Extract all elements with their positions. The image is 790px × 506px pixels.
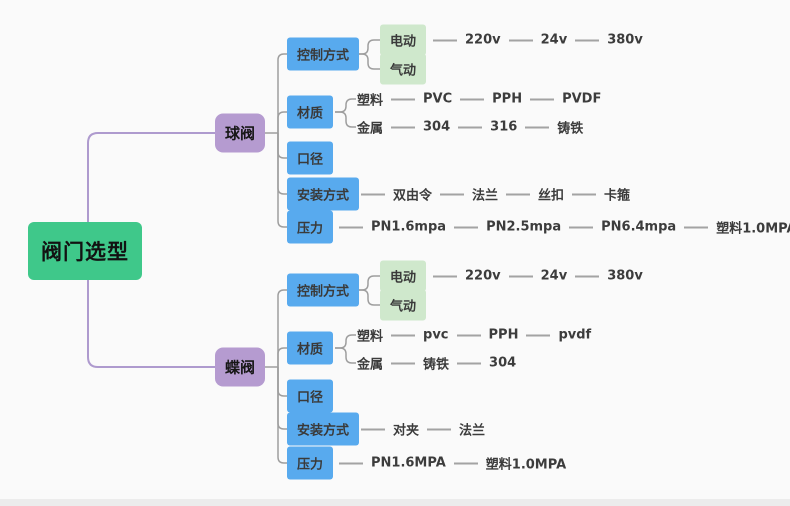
leaf-item[interactable]: pvdf (558, 327, 592, 343)
leaf-item[interactable]: 法兰 (472, 188, 499, 204)
leaf-item[interactable]: PN1.6MPA (371, 455, 446, 471)
node-bf-install-mode[interactable]: 安装方式 (287, 412, 360, 446)
node-ball-pneumatic[interactable]: 气动 (380, 53, 427, 85)
leaf-item[interactable]: 塑料1.0MPA (716, 221, 790, 237)
leaf-item[interactable]: 金属 (357, 357, 384, 373)
leaf-item[interactable]: 铸铁 (423, 357, 450, 373)
leaf-item[interactable]: 304 (489, 355, 517, 371)
connector-dash (391, 98, 416, 100)
leaf-item[interactable]: 丝扣 (538, 188, 565, 204)
row-bf-install: 对夹 法兰 (353, 420, 485, 439)
leaf-item[interactable]: PN1.6mpa (371, 219, 447, 235)
connector-dash (453, 462, 478, 464)
leaf-item[interactable]: 金属 (357, 121, 384, 137)
node-bf-material[interactable]: 材质 (287, 331, 334, 365)
row-ball-voltages: 220v 24v 380v (425, 33, 643, 48)
connector-dash (458, 126, 483, 128)
connector-dash (433, 275, 457, 277)
connector-dash (391, 362, 416, 364)
connector-dash (575, 39, 600, 41)
connector-dash (433, 39, 457, 41)
row-ball-pressure: PN1.6mpa PN2.5mpa PN6.4mpa 塑料1.0MPA (331, 218, 790, 237)
leaf-item[interactable]: 380v (607, 268, 643, 284)
branch-node-butterfly-valve[interactable]: 蝶阀 (215, 347, 266, 387)
node-bf-pneumatic[interactable]: 气动 (380, 289, 427, 321)
row-bf-voltages: 220v 24v 380v (425, 269, 643, 284)
connector-dash (454, 226, 479, 228)
row-ball-install: 双由令 法兰 丝扣 卡箍 (353, 185, 630, 204)
leaf-item[interactable]: PPH (488, 327, 519, 343)
connector-dash (456, 334, 481, 336)
connector-dash (457, 362, 482, 364)
connector-dash (339, 226, 363, 228)
connector-dash (525, 126, 550, 128)
leaf-item[interactable]: 220v (465, 268, 501, 284)
leaf-item[interactable]: PN2.5mpa (486, 219, 562, 235)
leaf-item[interactable]: pvc (423, 327, 449, 343)
connector-dash (526, 334, 551, 336)
connector-dash (391, 126, 416, 128)
connector-dash (427, 428, 452, 430)
leaf-item[interactable]: 对夹 (393, 423, 420, 439)
leaf-item[interactable]: 塑料 (357, 93, 384, 109)
leaf-item[interactable]: PN6.4mpa (601, 219, 677, 235)
node-ball-install-mode[interactable]: 安装方式 (287, 177, 360, 211)
leaf-item[interactable]: 卡箍 (604, 188, 631, 204)
node-ball-electric[interactable]: 电动 (380, 24, 427, 56)
row-bf-metal: 金属 铸铁 304 (357, 354, 516, 373)
leaf-item[interactable]: 法兰 (459, 423, 486, 439)
leaf-item[interactable]: 220v (465, 32, 501, 48)
connector-dash (339, 462, 363, 464)
connector-dash (440, 193, 465, 195)
root-node[interactable]: 阀门选型 (28, 222, 142, 280)
node-bf-pressure[interactable]: 压力 (287, 446, 334, 480)
branch-node-ball-valve[interactable]: 球阀 (215, 113, 266, 153)
row-bf-pressure: PN1.6MPA 塑料1.0MPA (331, 454, 566, 473)
connector-dash (684, 226, 709, 228)
node-ball-control-mode[interactable]: 控制方式 (287, 37, 360, 71)
leaf-item[interactable]: 24v (540, 268, 568, 284)
node-bf-diameter[interactable]: 口径 (287, 379, 334, 413)
connector-dash (569, 226, 594, 228)
connector-dash (508, 39, 533, 41)
leaf-item[interactable]: PVDF (562, 91, 602, 107)
node-bf-electric[interactable]: 电动 (380, 260, 427, 292)
leaf-item[interactable]: PPH (492, 91, 523, 107)
row-ball-metal: 金属 304 316 铸铁 (357, 118, 583, 137)
node-ball-pressure[interactable]: 压力 (287, 210, 334, 244)
node-bf-control-mode[interactable]: 控制方式 (287, 273, 360, 307)
leaf-item[interactable]: 316 (490, 119, 518, 135)
leaf-item[interactable]: 24v (540, 32, 568, 48)
connector-dash (361, 428, 385, 430)
connector-dash (530, 98, 555, 100)
leaf-item[interactable]: 塑料 (357, 329, 384, 345)
leaf-item[interactable]: PVC (423, 91, 453, 107)
connector-dash (575, 275, 600, 277)
leaf-item[interactable]: 塑料1.0MPA (485, 457, 567, 473)
connector-dash (391, 334, 416, 336)
row-bf-plastic: 塑料 pvc PPH pvdf (357, 326, 591, 345)
canvas-bottom-edge (0, 499, 790, 506)
row-ball-plastic: 塑料 PVC PPH PVDF (357, 90, 601, 109)
connector-dash (361, 193, 385, 195)
connector-dash (508, 275, 533, 277)
leaf-item[interactable]: 304 (423, 119, 451, 135)
leaf-item[interactable]: 双由令 (393, 188, 433, 204)
node-ball-material[interactable]: 材质 (287, 95, 334, 129)
connector-dash (572, 193, 597, 195)
leaf-item[interactable]: 铸铁 (557, 121, 584, 137)
node-ball-diameter[interactable]: 口径 (287, 141, 334, 175)
connector-dash (460, 98, 485, 100)
connector-dash (506, 193, 531, 195)
leaf-item[interactable]: 380v (607, 32, 643, 48)
